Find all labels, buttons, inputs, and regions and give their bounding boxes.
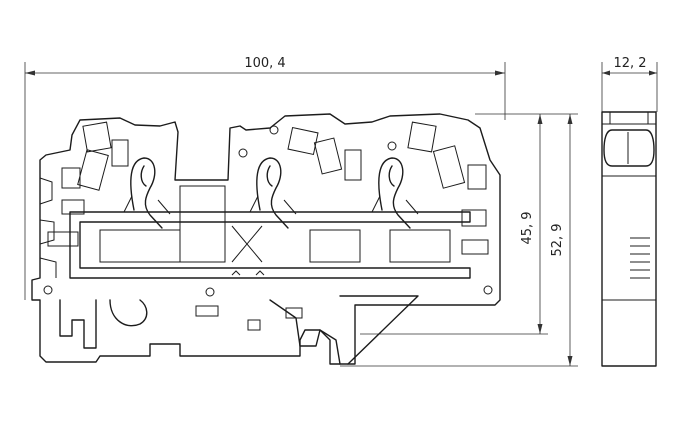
right-cutout-1 xyxy=(407,121,437,153)
mount-hole-4 xyxy=(387,141,397,151)
middle-cutout-1 xyxy=(287,126,319,156)
left-cutout-6 xyxy=(47,231,79,247)
din-foot-hook xyxy=(109,299,148,327)
bottom-slot-1 xyxy=(195,305,219,317)
right-cutout-4 xyxy=(461,209,487,227)
left-step-detail xyxy=(39,177,57,278)
center-slot xyxy=(179,185,226,263)
front-view xyxy=(31,113,501,365)
height-overall-dimension: 52, 9 xyxy=(340,113,578,367)
left-cutout-1 xyxy=(82,121,112,153)
current-bar xyxy=(69,211,471,279)
mount-hole-1 xyxy=(43,285,53,295)
side-width-label: 12, 2 xyxy=(613,56,646,71)
left-cutout-3 xyxy=(77,149,109,191)
mount-hole-6 xyxy=(205,287,215,297)
bottom-slot-2 xyxy=(247,319,261,331)
middle-cutout-3 xyxy=(344,149,362,181)
right-cutout-3 xyxy=(467,164,487,190)
side-top-feature xyxy=(602,112,656,125)
bottom-slot-3 xyxy=(285,307,303,319)
housing-outline xyxy=(31,113,501,365)
current-bar-inner xyxy=(99,229,451,263)
side-view xyxy=(601,111,657,367)
din-right-wedge xyxy=(339,295,419,365)
height-inner-dimension: 45, 9 xyxy=(360,113,548,335)
right-cutout-2 xyxy=(432,145,466,189)
spring-clamp-right xyxy=(378,157,411,229)
middle-cutout-2 xyxy=(313,137,343,175)
spring-clamp-middle xyxy=(256,157,289,229)
spring-clamp-left xyxy=(130,157,163,229)
height-inner-label: 45, 9 xyxy=(520,211,535,244)
left-cutout-4 xyxy=(111,139,129,167)
side-width-dimension: 12, 2 xyxy=(601,56,658,112)
overall-width-dimension: 100, 4 xyxy=(24,56,506,300)
right-cutout-5 xyxy=(461,239,489,255)
left-cutout-5 xyxy=(61,199,85,215)
din-foot-left xyxy=(59,299,97,349)
side-release-slot xyxy=(603,129,655,167)
marking-symbol xyxy=(231,270,265,276)
height-overall-label: 52, 9 xyxy=(550,223,565,256)
mount-hole-5 xyxy=(483,285,493,295)
side-outline xyxy=(601,111,657,367)
left-cutout-2 xyxy=(61,167,81,189)
overall-width-label: 100, 4 xyxy=(244,56,285,71)
side-ribs xyxy=(630,237,650,279)
center-x-mark xyxy=(231,225,263,263)
mount-hole-3 xyxy=(269,125,279,135)
mount-hole-2 xyxy=(238,148,248,158)
